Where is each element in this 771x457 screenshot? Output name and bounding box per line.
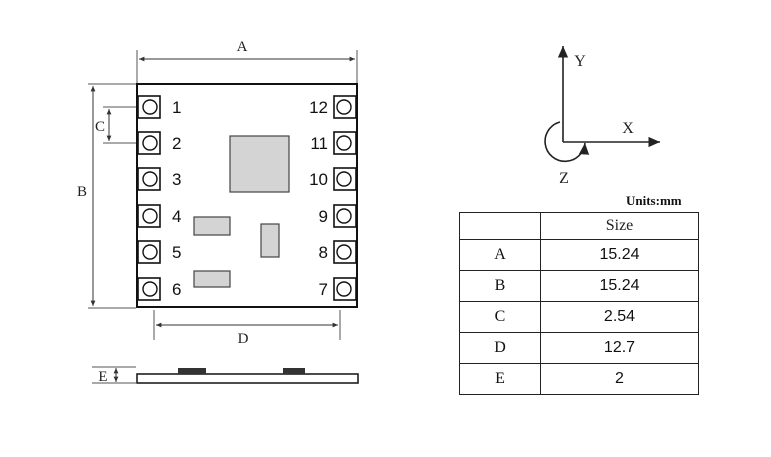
dimension-a: A — [136, 39, 358, 84]
pin-number: 5 — [172, 243, 181, 262]
side-board — [136, 373, 359, 384]
pin-number: 2 — [172, 134, 181, 153]
row-value: 12.7 — [540, 332, 699, 364]
row-key: A — [459, 239, 541, 271]
z-rotation-arrow — [544, 121, 590, 163]
pin-number: 11 — [310, 134, 328, 153]
left-pads: 1 2 3 4 5 6 — [137, 95, 181, 301]
dimension-table: Size A 15.24 B 15.24 C 2.54 D 12.7 E 2 — [459, 212, 699, 395]
table-header-row: Size — [459, 212, 699, 240]
pin-number: 7 — [319, 280, 328, 299]
dimension-b: B — [77, 83, 136, 309]
z-axis-label: Z — [559, 170, 569, 187]
y-axis-label: Y — [574, 53, 586, 70]
main-chip — [229, 135, 290, 193]
pin-number: 1 — [172, 98, 181, 117]
dimension-c-label: C — [95, 119, 105, 135]
units-label: Units:mm — [626, 193, 682, 208]
side-component-2 — [283, 368, 305, 374]
table-header-empty — [459, 212, 541, 240]
table-row: A 15.24 — [459, 239, 699, 271]
x-axis-label: X — [622, 120, 634, 137]
dimension-a-label: A — [237, 39, 248, 55]
table-header-size: Size — [540, 212, 699, 240]
row-value: 2.54 — [540, 301, 699, 333]
pin-number: 12 — [309, 98, 328, 117]
dimension-e-label: E — [98, 369, 107, 385]
pin-pad-9: 9 — [319, 204, 357, 228]
component-3 — [193, 270, 231, 288]
pin-pad-8: 8 — [319, 240, 357, 264]
table-row: E 2 — [459, 363, 699, 395]
side-component-1 — [178, 368, 206, 374]
module-side-view: E — [92, 366, 359, 385]
dimension-b-label: B — [77, 184, 87, 200]
table-row: B 15.24 — [459, 270, 699, 302]
row-key: B — [459, 270, 541, 302]
axis-indicator: Y X Z — [544, 46, 660, 187]
pin-pad-5: 5 — [137, 240, 181, 264]
pin-pad-12: 12 — [309, 95, 357, 119]
pin-number: 6 — [172, 280, 181, 299]
pin-pad-10: 10 — [309, 167, 357, 191]
row-value: 15.24 — [540, 270, 699, 302]
component-1 — [193, 216, 231, 236]
pin-pad-11: 11 — [310, 131, 357, 155]
row-key: E — [459, 363, 541, 395]
pin-number: 10 — [309, 170, 328, 189]
pin-pad-3: 3 — [137, 167, 181, 191]
pin-number: 3 — [172, 170, 181, 189]
dimension-c: C — [95, 106, 140, 144]
table-row: C 2.54 — [459, 301, 699, 333]
row-value: 15.24 — [540, 239, 699, 271]
pin-pad-7: 7 — [319, 277, 357, 301]
table-row: D 12.7 — [459, 332, 699, 364]
pin-number: 9 — [319, 207, 328, 226]
pin-pad-4: 4 — [137, 204, 181, 228]
row-value: 2 — [540, 363, 699, 395]
component-2 — [260, 223, 280, 258]
pin-number: 8 — [319, 243, 328, 262]
row-key: D — [459, 332, 541, 364]
pin-number: 4 — [172, 207, 181, 226]
dimension-d-label: D — [238, 331, 249, 347]
right-pads: 12 11 10 9 8 7 — [309, 95, 357, 301]
pin-pad-2: 2 — [137, 131, 181, 155]
dimension-d: D — [153, 310, 341, 347]
row-key: C — [459, 301, 541, 333]
pin-pad-6: 6 — [137, 277, 181, 301]
module-outline — [136, 83, 358, 308]
pin-pad-1: 1 — [137, 95, 181, 119]
